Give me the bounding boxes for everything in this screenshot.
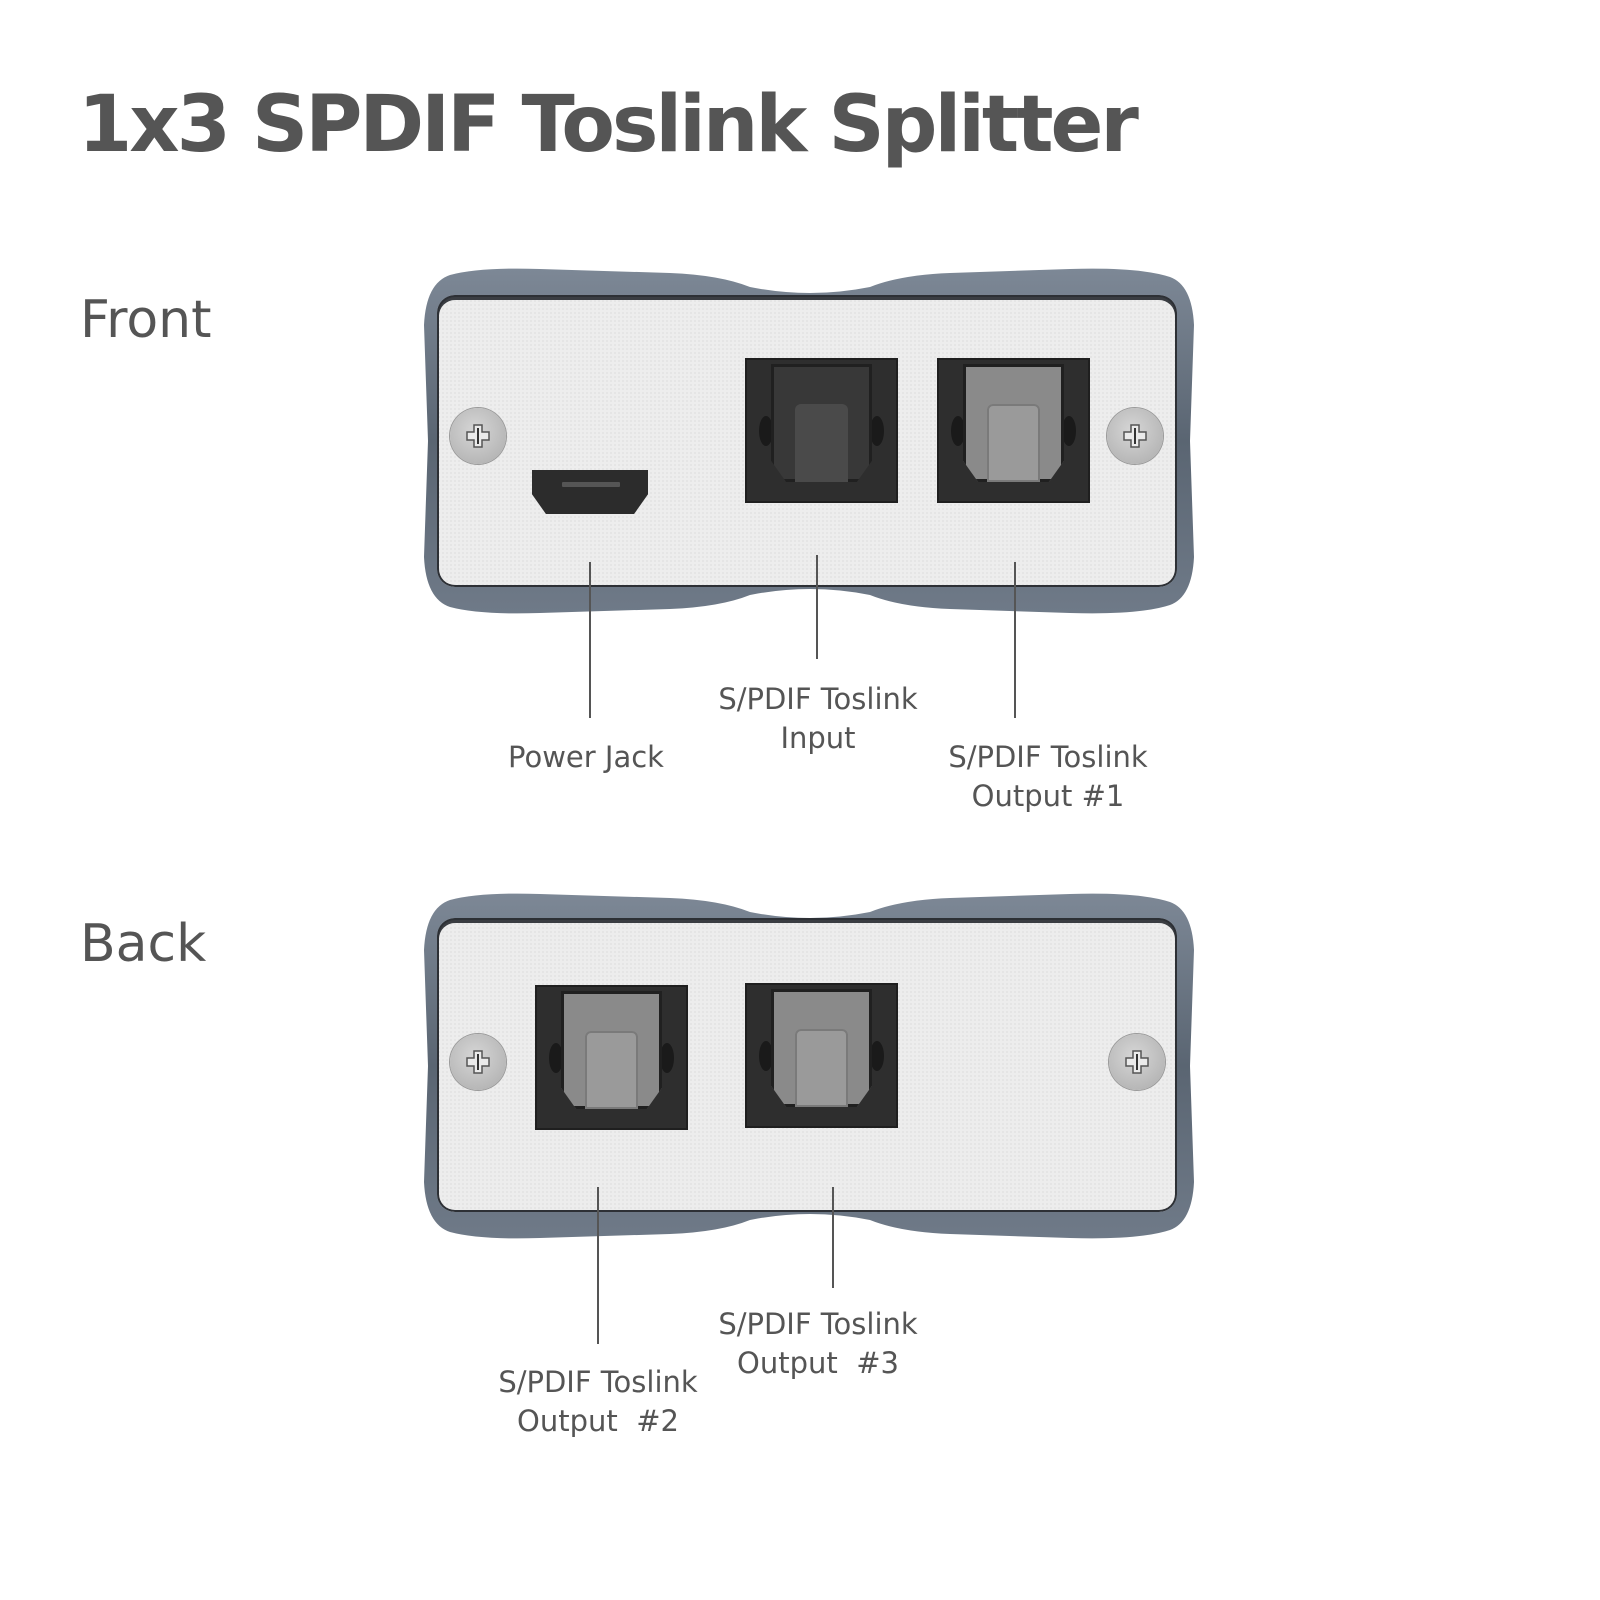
callout-toslink-input: S/PDIF Toslink Input (718, 680, 917, 758)
callout-text: Power Jack (508, 740, 664, 774)
callout-text: Input (780, 721, 856, 755)
toslink-output-2-port (535, 985, 688, 1130)
callout-text: S/PDIF Toslink (948, 740, 1148, 774)
callout-text: Output #2 (517, 1404, 679, 1438)
callout-text: S/PDIF Toslink (718, 1307, 918, 1341)
front-view-label: Front (80, 290, 212, 350)
toslink-input-port (745, 358, 898, 503)
screw-icon (1109, 1034, 1165, 1090)
callout-toslink-output-3: S/PDIF Toslink Output #3 (718, 1305, 917, 1383)
toslink-output-1-port (937, 358, 1090, 503)
toslink-output-3-port (745, 983, 898, 1128)
front-device-panel (420, 265, 1196, 617)
callout-text: S/PDIF Toslink (718, 682, 918, 716)
callout-text: Output #3 (737, 1346, 899, 1380)
callout-line-toslink-output-1 (1014, 562, 1016, 718)
back-view-label: Back (80, 914, 207, 974)
page-title: 1x3 SPDIF Toslink Splitter (78, 80, 1139, 170)
callout-text: Output #1 (971, 779, 1125, 813)
back-device-panel (420, 890, 1196, 1242)
callout-toslink-output-2: S/PDIF Toslink Output #2 (498, 1363, 697, 1441)
usb-pins (562, 482, 620, 487)
screw-icon (450, 1034, 506, 1090)
callout-line-toslink-output-2 (597, 1187, 599, 1344)
callout-toslink-output-1: S/PDIF Toslink Output #1 (948, 738, 1147, 816)
callout-line-toslink-input (816, 555, 818, 659)
callout-line-power-jack (589, 562, 591, 718)
callout-line-toslink-output-3 (832, 1187, 834, 1288)
screw-icon (450, 408, 506, 464)
power-jack-port (532, 470, 648, 514)
screw-icon (1107, 408, 1163, 464)
callout-power-jack: Power Jack (508, 738, 664, 777)
callout-text: S/PDIF Toslink (498, 1365, 698, 1399)
